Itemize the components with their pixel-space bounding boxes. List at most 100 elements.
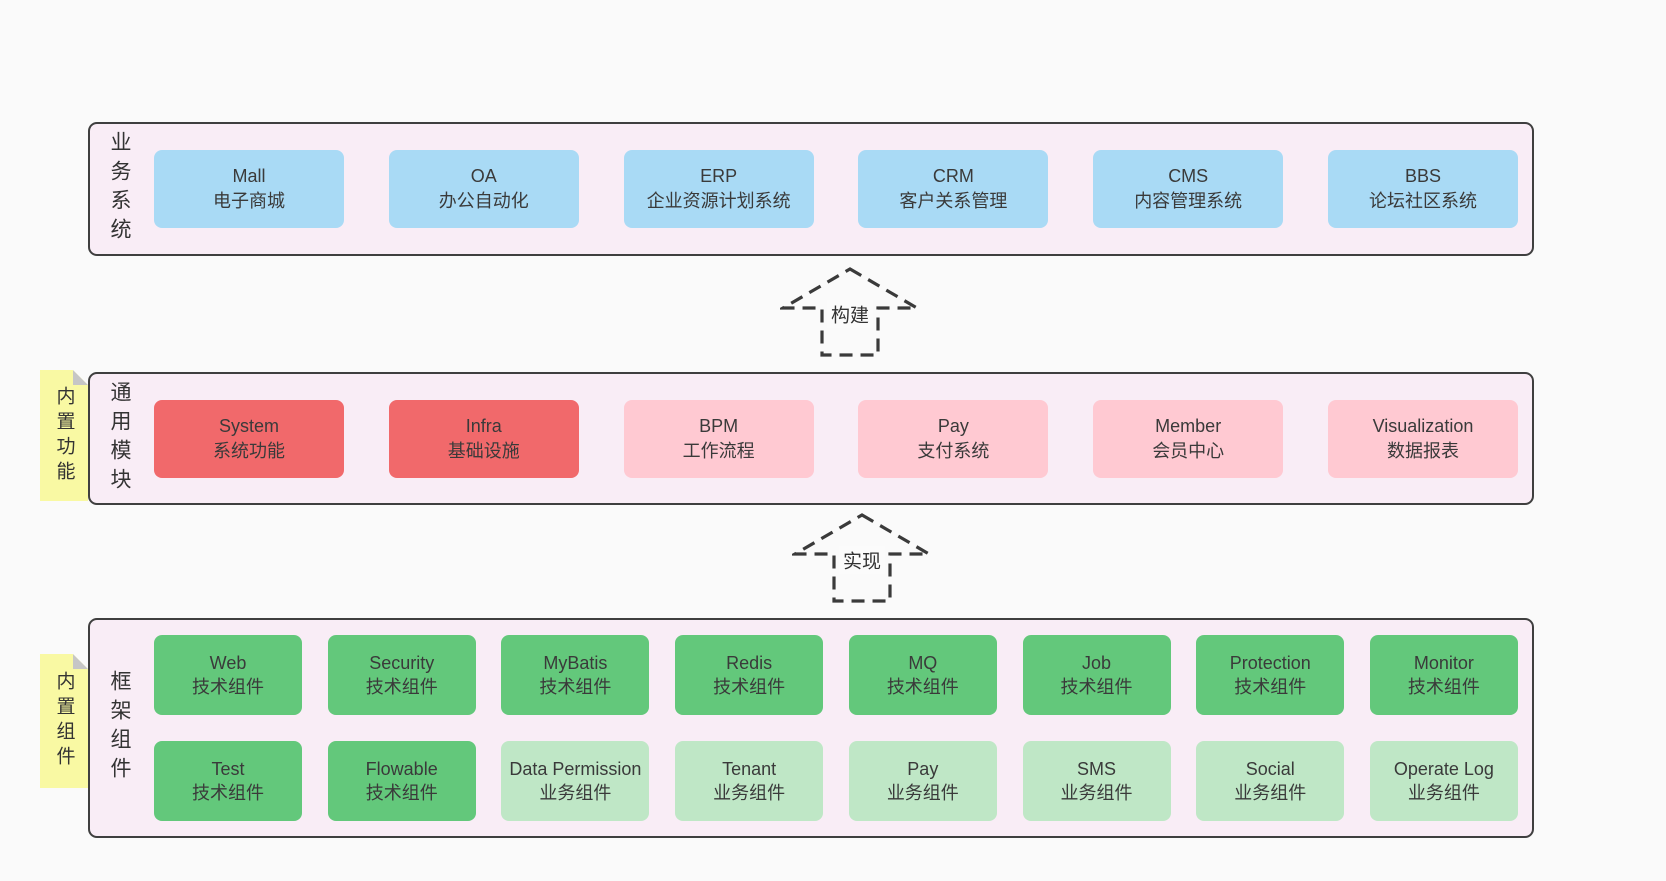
box-subtitle: 技术组件 [1407,677,1480,697]
box-title: Pay [937,415,969,436]
box-title: Flowable [365,759,438,779]
box-subtitle: 客户关系管理 [899,191,1008,211]
box-business-crm: CRM 客户关系管理 [858,150,1049,228]
box-modules-visualization: Visualization 数据报表 [1327,399,1518,478]
builtin-features-sticky-note: 内置功能 [40,370,88,501]
box-title: Redis [726,653,773,673]
box-subtitle: 技术组件 [365,677,438,697]
implement-arrow-label: 实现 [838,545,886,575]
box-subtitle: 技术组件 [713,677,786,697]
box-modules-pay: Pay 支付系统 [858,399,1049,478]
framework-components-label: 框架组件 [108,670,131,786]
box-title: Protection [1229,653,1311,673]
box-framework-web: Web 技术组件 [154,635,302,715]
common-modules-panel: 通用模块 System 系统功能 Infra 基础设施 BPM 工作流程 Pay 支付系统 Me… [88,372,1534,505]
box-framework-mq: MQ 技术组件 [848,635,997,715]
box-framework-test: Test 技术组件 [154,741,302,821]
box-subtitle: 工作流程 [682,440,755,461]
box-subtitle: 论坛社区系统 [1368,191,1477,211]
box-subtitle: 业务组件 [1234,783,1307,803]
box-subtitle: 业务组件 [539,783,612,803]
box-framework-mybatis: MyBatis 技术组件 [501,635,650,715]
box-framework-protection: Protection 技术组件 [1196,635,1345,715]
box-modules-member: Member 会员中心 [1093,399,1284,478]
box-title: Web [209,653,247,673]
box-title: Social [1245,759,1295,779]
box-subtitle: 办公自动化 [438,191,529,211]
box-modules-infra: Infra 基础设施 [388,399,579,478]
box-modules-system: System 系统功能 [154,399,344,478]
box-framework-redis: Redis 技术组件 [675,635,824,715]
implement-arrow: 实现 [792,512,932,604]
build-arrow: 构建 [780,266,920,358]
box-title: BPM [699,415,739,436]
box-subtitle: 技术组件 [886,677,959,697]
box-subtitle: 技术组件 [1060,677,1133,697]
sticky-fold-corner-icon [73,654,88,669]
box-title: Member [1155,415,1222,436]
builtin-components-sticky-note: 内置组件 [40,654,88,788]
sticky-fold-corner-icon [73,370,88,385]
box-subtitle: 会员中心 [1152,440,1225,461]
box-title: Data Permission [509,759,642,779]
box-row: System 系统功能 Infra 基础设施 BPM 工作流程 Pay 支付系统 Member 会… [154,399,1518,478]
box-framework-sms: SMS 业务组件 [1022,741,1171,821]
box-title: Infra [465,415,502,436]
box-framework-social: Social 业务组件 [1196,741,1345,821]
box-title: System [218,415,279,436]
box-subtitle: 技术组件 [365,783,438,803]
box-subtitle: 系统功能 [213,440,285,461]
box-title: CRM [932,166,974,186]
box-subtitle: 技术组件 [192,677,264,697]
box-title: Pay [907,759,939,779]
builtin-components-label: 内置组件 [53,671,75,771]
box-framework-tenant: Tenant 业务组件 [675,741,824,821]
box-subtitle: 业务组件 [1407,783,1480,803]
box-subtitle: 业务组件 [886,783,959,803]
box-title: Test [211,759,245,779]
box-title: Mall [232,166,266,186]
box-title: OA [470,166,497,186]
box-business-cms: CMS 内容管理系统 [1093,150,1284,228]
box-subtitle: 基础设施 [447,440,520,461]
box-title: CMS [1168,166,1209,186]
box-subtitle: 支付系统 [917,440,990,461]
box-title: ERP [700,166,738,186]
box-title: MyBatis [543,653,608,673]
dashed-up-arrow-icon [792,513,932,603]
common-modules-label: 通用模块 [108,380,131,497]
box-subtitle: 技术组件 [192,783,264,803]
dashed-up-arrow-icon [780,267,920,357]
build-arrow-label: 构建 [826,299,874,329]
box-title: MQ [908,653,938,673]
box-subtitle: 内容管理系统 [1134,191,1243,211]
box-subtitle: 电子商城 [213,191,285,211]
box-title: Operate Log [1393,759,1494,779]
box-subtitle: 技术组件 [1234,677,1307,697]
box-subtitle: 技术组件 [539,677,612,697]
box-modules-bpm: BPM 工作流程 [623,399,814,478]
business-systems-label: 业务系统 [108,131,131,247]
box-title: SMS [1077,759,1117,779]
box-title: Job [1082,653,1112,673]
box-title: Visualization [1372,415,1474,436]
common-modules-boxes: System 系统功能 Infra 基础设施 BPM 工作流程 Pay 支付系统 Member 会… [148,374,1532,503]
box-framework-job: Job 技术组件 [1022,635,1171,715]
box-subtitle: 数据报表 [1386,440,1459,461]
box-subtitle: 业务组件 [1060,783,1133,803]
box-title: Tenant [722,759,777,779]
box-framework-data-permission: Data Permission 业务组件 [501,741,650,821]
box-framework-pay: Pay 业务组件 [848,741,997,821]
box-subtitle: 业务组件 [713,783,786,803]
builtin-features-label: 内置功能 [53,385,75,486]
box-business-oa: OA 办公自动化 [388,150,579,228]
